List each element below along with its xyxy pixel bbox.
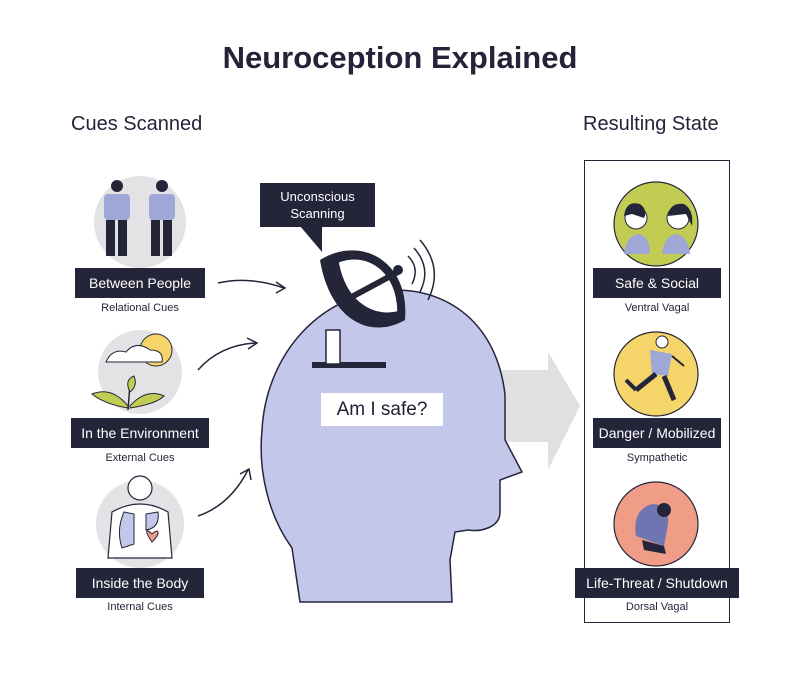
state-sublabel-shutdown: Dorsal Vagal bbox=[625, 601, 689, 613]
state-sublabel-safe: Ventral Vagal bbox=[624, 302, 690, 314]
page-title: Neuroception Explained bbox=[222, 40, 578, 75]
state-frame bbox=[584, 160, 730, 623]
left-heading: Cues Scanned bbox=[71, 113, 203, 135]
people-icon bbox=[94, 176, 186, 268]
cue-label-body: Inside the Body bbox=[76, 568, 204, 598]
speech-tail bbox=[300, 226, 322, 252]
state-label-shutdown: Life-Threat / Shutdown bbox=[575, 568, 739, 598]
cue-label-environment: In the Environment bbox=[71, 418, 209, 448]
state-sublabel-danger: Sympathetic bbox=[626, 452, 688, 464]
cue-arrows bbox=[197, 279, 287, 517]
curled-person-icon bbox=[613, 481, 699, 567]
cue-sublabel-relational: Relational Cues bbox=[101, 302, 179, 314]
two-faces-icon bbox=[613, 181, 699, 267]
running-person-icon bbox=[613, 331, 699, 417]
scanning-text: Unconscious Scanning bbox=[280, 189, 355, 221]
satellite-dish-icon bbox=[312, 239, 436, 368]
cue-label-relational: Between People bbox=[75, 268, 205, 298]
cue-sublabel-environment: External Cues bbox=[105, 452, 175, 464]
cue-sublabel-body: Internal Cues bbox=[107, 601, 173, 613]
state-label-danger: Danger / Mobilized bbox=[593, 418, 721, 448]
plant-sun-icon bbox=[91, 330, 182, 414]
question-box: Am I safe? bbox=[321, 393, 443, 426]
head-silhouette bbox=[260, 289, 524, 603]
scanning-bubble: Unconscious Scanning bbox=[260, 183, 375, 227]
state-label-safe: Safe & Social bbox=[593, 268, 721, 298]
right-heading: Resulting State bbox=[583, 113, 719, 135]
body-organs-icon bbox=[96, 475, 184, 568]
